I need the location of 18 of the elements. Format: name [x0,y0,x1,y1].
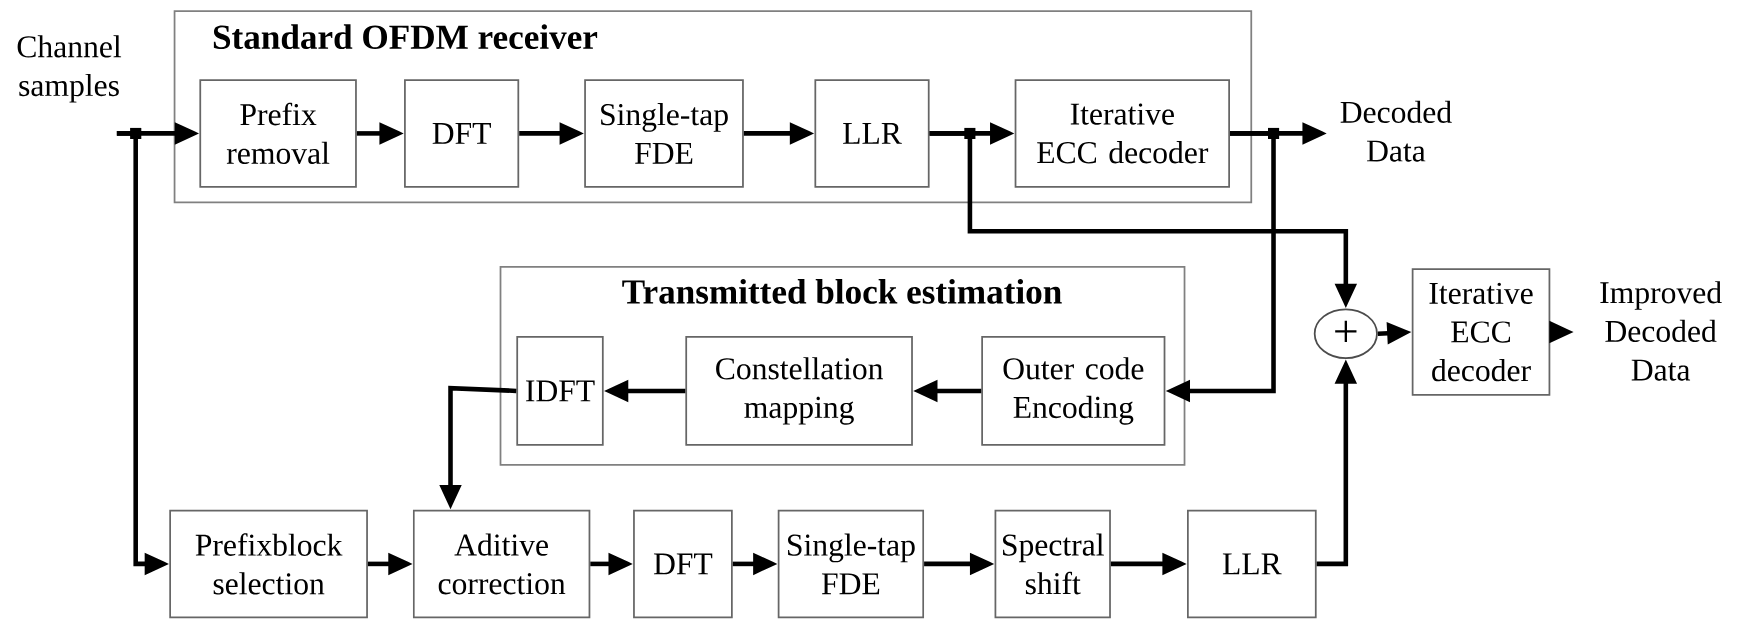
process-box: Constellation mapping [685,336,913,446]
process-box: IDFT [516,336,604,446]
process-box: Spectral shift [994,509,1111,619]
process-box: Prefixblock selection [169,509,368,619]
process-box: Single-tap FDE [584,79,744,188]
process-box: LLR [814,79,930,188]
process-box: Iterative ECC decoder [1411,268,1551,396]
process-box: Aditive correction [412,509,591,619]
process-box: DFT [633,509,733,619]
process-box: DFT [404,79,520,188]
process-box: Iterative ECC decoder [1014,79,1230,188]
label-text: Channel samples [17,35,122,103]
process-box: Outer code Encoding [981,336,1166,446]
process-box: Prefix removal [199,79,357,188]
label-text: Decoded Data [1340,101,1452,162]
process-box: Single-tap FDE [777,509,925,619]
label-text: Improved Decoded Data [1600,281,1722,381]
process-box: LLR [1187,509,1317,619]
